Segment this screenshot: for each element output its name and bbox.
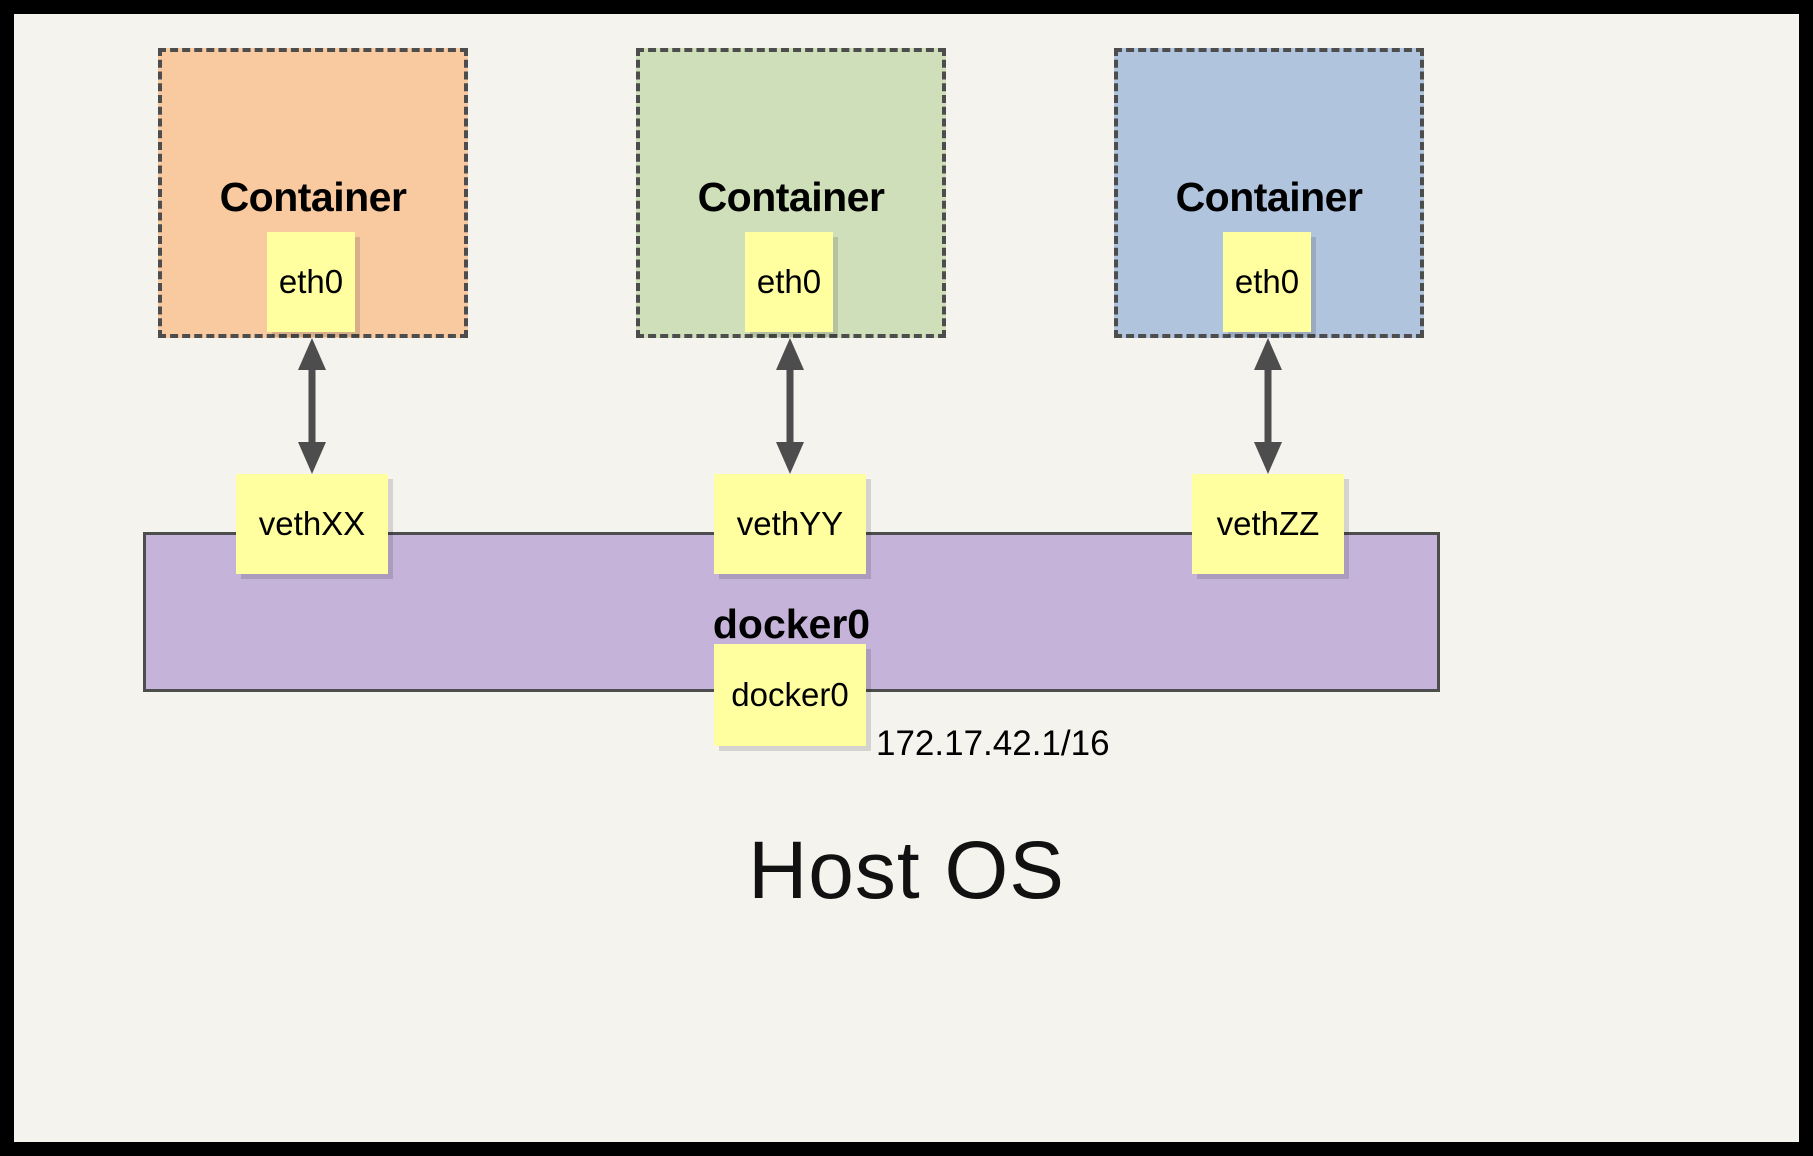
docker0-port-box: docker0 xyxy=(714,644,866,746)
eth0-label-2: eth0 xyxy=(756,263,822,300)
eth0-box-1: eth0 xyxy=(267,232,355,332)
eth0-box-2: eth0 xyxy=(745,232,833,332)
container-title-1: Container xyxy=(219,174,407,220)
eth0-box-3: eth0 xyxy=(1223,232,1311,332)
veth-box-1: vethXX xyxy=(236,474,388,574)
veth-label-3: vethZZ xyxy=(1216,505,1320,542)
veth-box-2: vethYY xyxy=(714,474,866,574)
eth0-label-1: eth0 xyxy=(278,263,344,300)
veth-label-1: vethXX xyxy=(258,505,366,542)
diagram-stage: Container eth0 Container eth0 Container … xyxy=(14,14,1799,1142)
veth-box-3: vethZZ xyxy=(1192,474,1344,574)
eth0-label-3: eth0 xyxy=(1234,263,1300,300)
docker0-port-label: docker0 xyxy=(731,676,849,713)
container-title-2: Container xyxy=(697,174,885,220)
veth-label-2: vethYY xyxy=(736,505,844,542)
link-arrow-2 xyxy=(776,338,804,474)
link-arrow-1 xyxy=(298,338,326,474)
docker0-bridge-label: docker0 xyxy=(712,601,871,647)
host-os-title: Host OS xyxy=(748,825,1065,916)
container-title-3: Container xyxy=(1175,174,1363,220)
docker0-ip-address: 172.17.42.1/16 xyxy=(876,724,1110,763)
link-arrow-3 xyxy=(1254,338,1282,474)
